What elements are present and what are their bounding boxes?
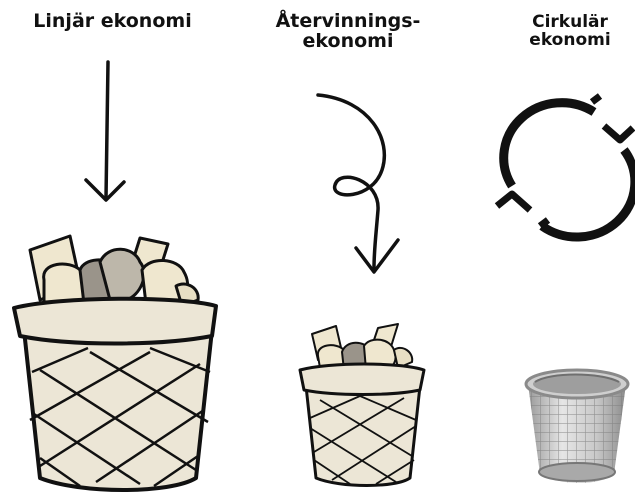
column-title-recycling: Återvinnings- ekonomi — [275, 10, 421, 52]
down-arrow-icon — [84, 60, 126, 202]
waste-basket-icon — [298, 323, 426, 487]
trash-can-icon — [524, 368, 630, 483]
looping-arrow-icon — [316, 93, 400, 274]
recycle-cycle-icon — [494, 93, 635, 242]
waste-basket-icon — [12, 234, 218, 492]
column-title-circular: Cirkulär ekonomi — [529, 12, 611, 50]
column-title-linear: Linjär ekonomi — [33, 10, 192, 32]
